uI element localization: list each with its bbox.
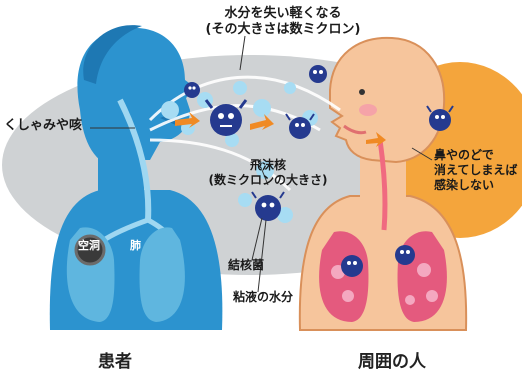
label-cough: くしゃみや咳	[4, 118, 82, 134]
label-people-around: 周囲の人	[358, 352, 426, 373]
patient-lung-right	[140, 227, 185, 322]
bacteria-icon	[341, 255, 363, 277]
label-lung: 肺	[130, 239, 141, 253]
label-mucus-moisture: 粘液の水分	[233, 290, 293, 305]
label-lose-water: 水分を失い軽くなる (その大きさは数ミクロン)	[168, 6, 398, 39]
bacteria-icon	[184, 82, 200, 98]
label-droplet-nucleus-line1: 飛沫核	[208, 158, 328, 173]
bacteria-icon	[309, 65, 327, 83]
label-no-infection-line1: 鼻やのどで	[434, 148, 522, 163]
label-droplet-nucleus: 飛沫核 (数ミクロンの大きさ)	[208, 158, 328, 188]
person-lung-left	[319, 231, 368, 322]
label-no-infection-line2: 消えてしまえば	[434, 163, 522, 178]
label-bacteria: 結核菌	[228, 258, 264, 273]
label-droplet-nucleus-line2: (数ミクロンの大きさ)	[208, 173, 328, 188]
label-no-infection-line3: 感染しない	[434, 178, 522, 193]
label-cavity: 空洞	[78, 239, 100, 253]
label-no-infection: 鼻やのどで 消えてしまえば 感染しない	[434, 148, 522, 193]
label-lose-water-line1: 水分を失い軽くなる	[168, 6, 398, 22]
bacteria-icon	[395, 245, 415, 265]
label-patient: 患者	[98, 352, 132, 373]
label-lose-water-line2: (その大きさは数ミクロン)	[168, 22, 398, 38]
